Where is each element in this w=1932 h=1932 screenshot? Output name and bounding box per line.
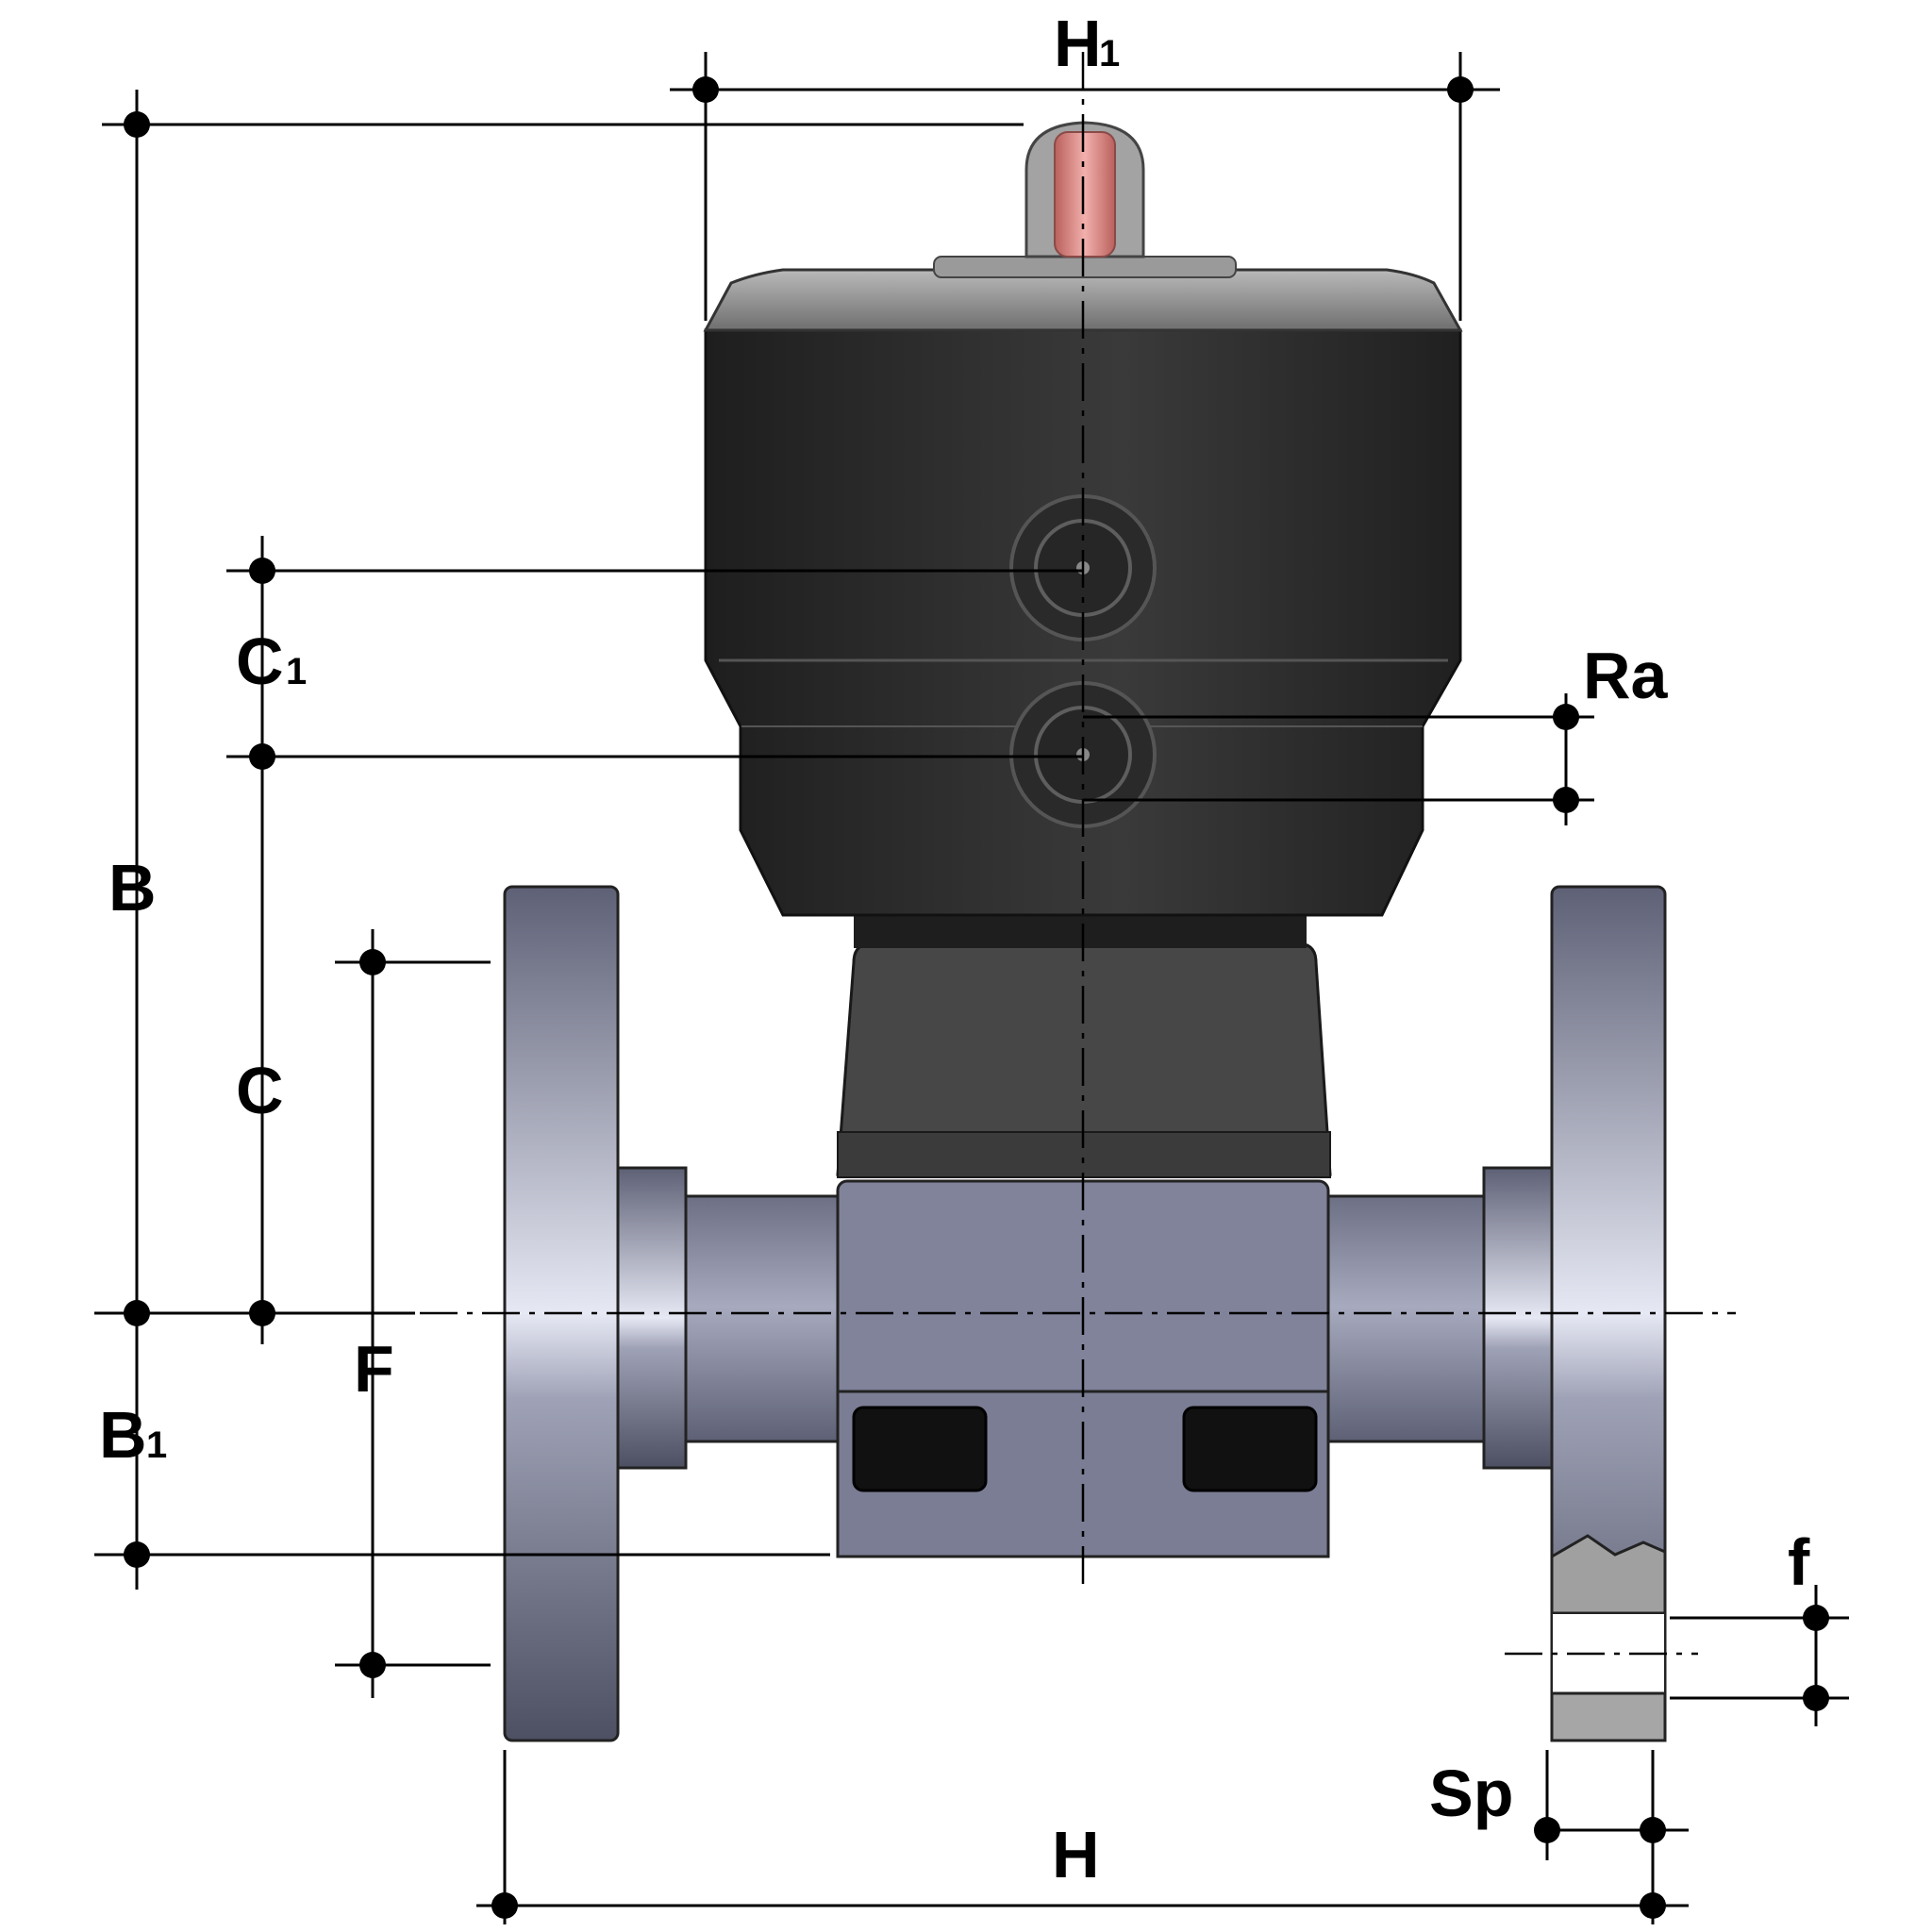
right-mounting-nut (1182, 1406, 1318, 1492)
label-b1: B (99, 1398, 147, 1472)
right-pipe (1326, 1194, 1486, 1443)
left-flange-collar (616, 1166, 688, 1470)
left-pipe (684, 1194, 843, 1443)
label-c1-sub: 1 (286, 651, 307, 692)
actuator-neck (854, 915, 1307, 948)
dimension-labels: H 1 B B 1 C 1 C Ra F f Sp H (99, 7, 1810, 1891)
right-flange-collar (1482, 1166, 1554, 1470)
valve-assembly (503, 121, 1667, 1742)
actuator-cover (703, 268, 1463, 332)
label-c1: C (236, 625, 284, 698)
label-f-lower: f (1788, 1525, 1810, 1599)
label-h1: H (1054, 7, 1102, 80)
label-ra: Ra (1583, 639, 1669, 712)
center-lines (420, 52, 1736, 1656)
position-indicator (1054, 131, 1116, 258)
label-sp: Sp (1429, 1757, 1513, 1830)
label-b: B (108, 851, 157, 924)
label-h: H (1052, 1818, 1100, 1891)
label-f-upper: F (354, 1332, 394, 1406)
dimension-points (124, 76, 1829, 1919)
label-h1-sub: 1 (1099, 33, 1120, 75)
left-mounting-nut (852, 1406, 988, 1492)
label-b1-sub: 1 (146, 1424, 167, 1466)
label-c: C (236, 1054, 284, 1127)
dimension-lines (94, 52, 1849, 1924)
